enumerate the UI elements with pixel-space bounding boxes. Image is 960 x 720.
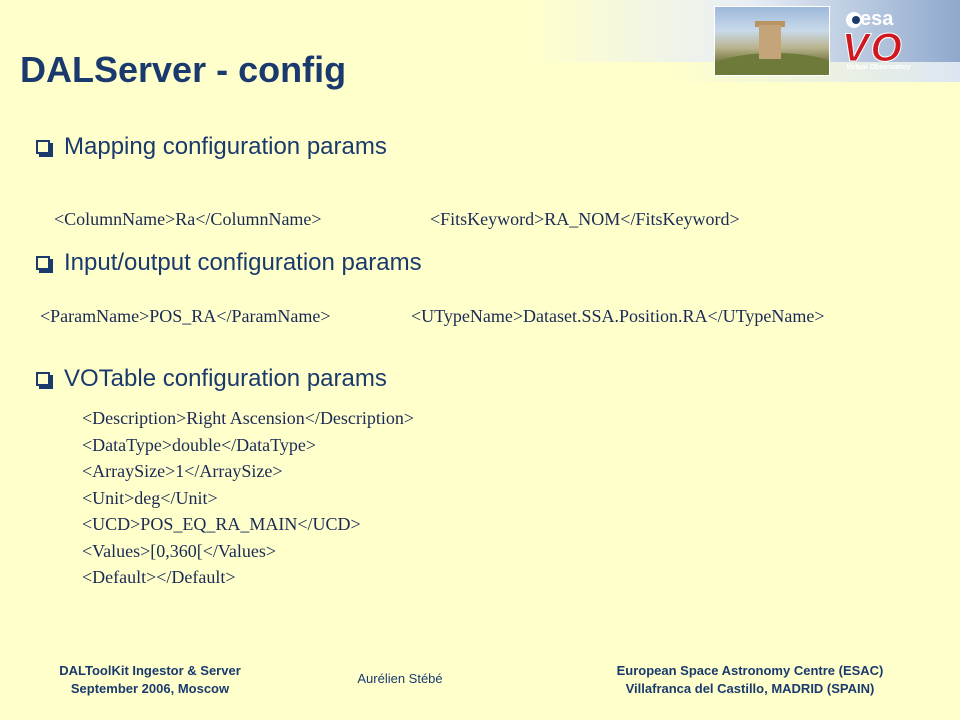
code-fits-keyword: <FitsKeyword>RA_NOM</FitsKeyword> [430,209,740,229]
checkbox-bullet-icon [36,256,50,270]
castle-photo [714,6,830,76]
footer-event-date: September 2006, Moscow [70,681,230,696]
footer-institution-name: European Space Astronomy Centre (ESAC) [616,663,884,678]
footer-institution: European Space Astronomy Centre (ESAC) V… [550,662,950,698]
esa-logo-text: esa [860,8,894,30]
footer-event-title: DALToolKit Ingestor & Server [59,663,241,678]
slide-title: DALServer - config [20,49,347,90]
code-ucd: <UCD>POS_EQ_RA_MAIN</UCD> [82,514,361,534]
checkbox-bullet-icon [36,140,50,154]
footer-event: DALToolKit Ingestor & Server September 2… [20,662,280,698]
code-param-name: <ParamName>POS_RA</ParamName> [40,306,331,326]
code-default: <Default></Default> [82,567,236,587]
footer-institution-location: Villafranca del Castillo, MADRID (SPAIN) [625,681,875,696]
photo-hill [715,53,829,75]
checkbox-bullet-icon [36,372,50,386]
bullet-votable-label: VOTable configuration params [64,365,387,392]
esa-logo-icon [846,12,862,28]
code-values: <Values>[0,360[</Values> [82,540,277,561]
votable-code-block: <Description>Right Ascension</Descriptio… [82,405,414,591]
code-unit: <Unit>deg</Unit> [82,487,218,508]
code-datatype: <DataType>double</DataType> [82,434,317,455]
vo-logo-text: VO [842,26,904,70]
bullet-input-output: Input/output configuration params [36,249,422,277]
footer-author: Aurélien Stébé [357,671,443,686]
bullet-votable: VOTable configuration params [36,365,387,393]
code-column-name: <ColumnName>Ra</ColumnName> [54,209,322,229]
code-utype-name: <UTypeName>Dataset.SSA.Position.RA</UTyp… [411,306,825,326]
photo-tower [759,25,781,59]
vo-logo-subtitle: Virtual Observatory [846,64,911,71]
code-arraysize: <ArraySize>1</ArraySize> [82,461,283,481]
bullet-input-output-label: Input/output configuration params [64,249,422,276]
esa-vo-logo: esa VO Virtual Observatory [838,6,954,76]
code-description: <Description>Right Ascension</Descriptio… [82,408,415,428]
photo-tower-top [755,21,785,27]
bullet-mapping: Mapping configuration params [36,133,387,161]
bullet-mapping-label: Mapping configuration params [64,133,387,160]
